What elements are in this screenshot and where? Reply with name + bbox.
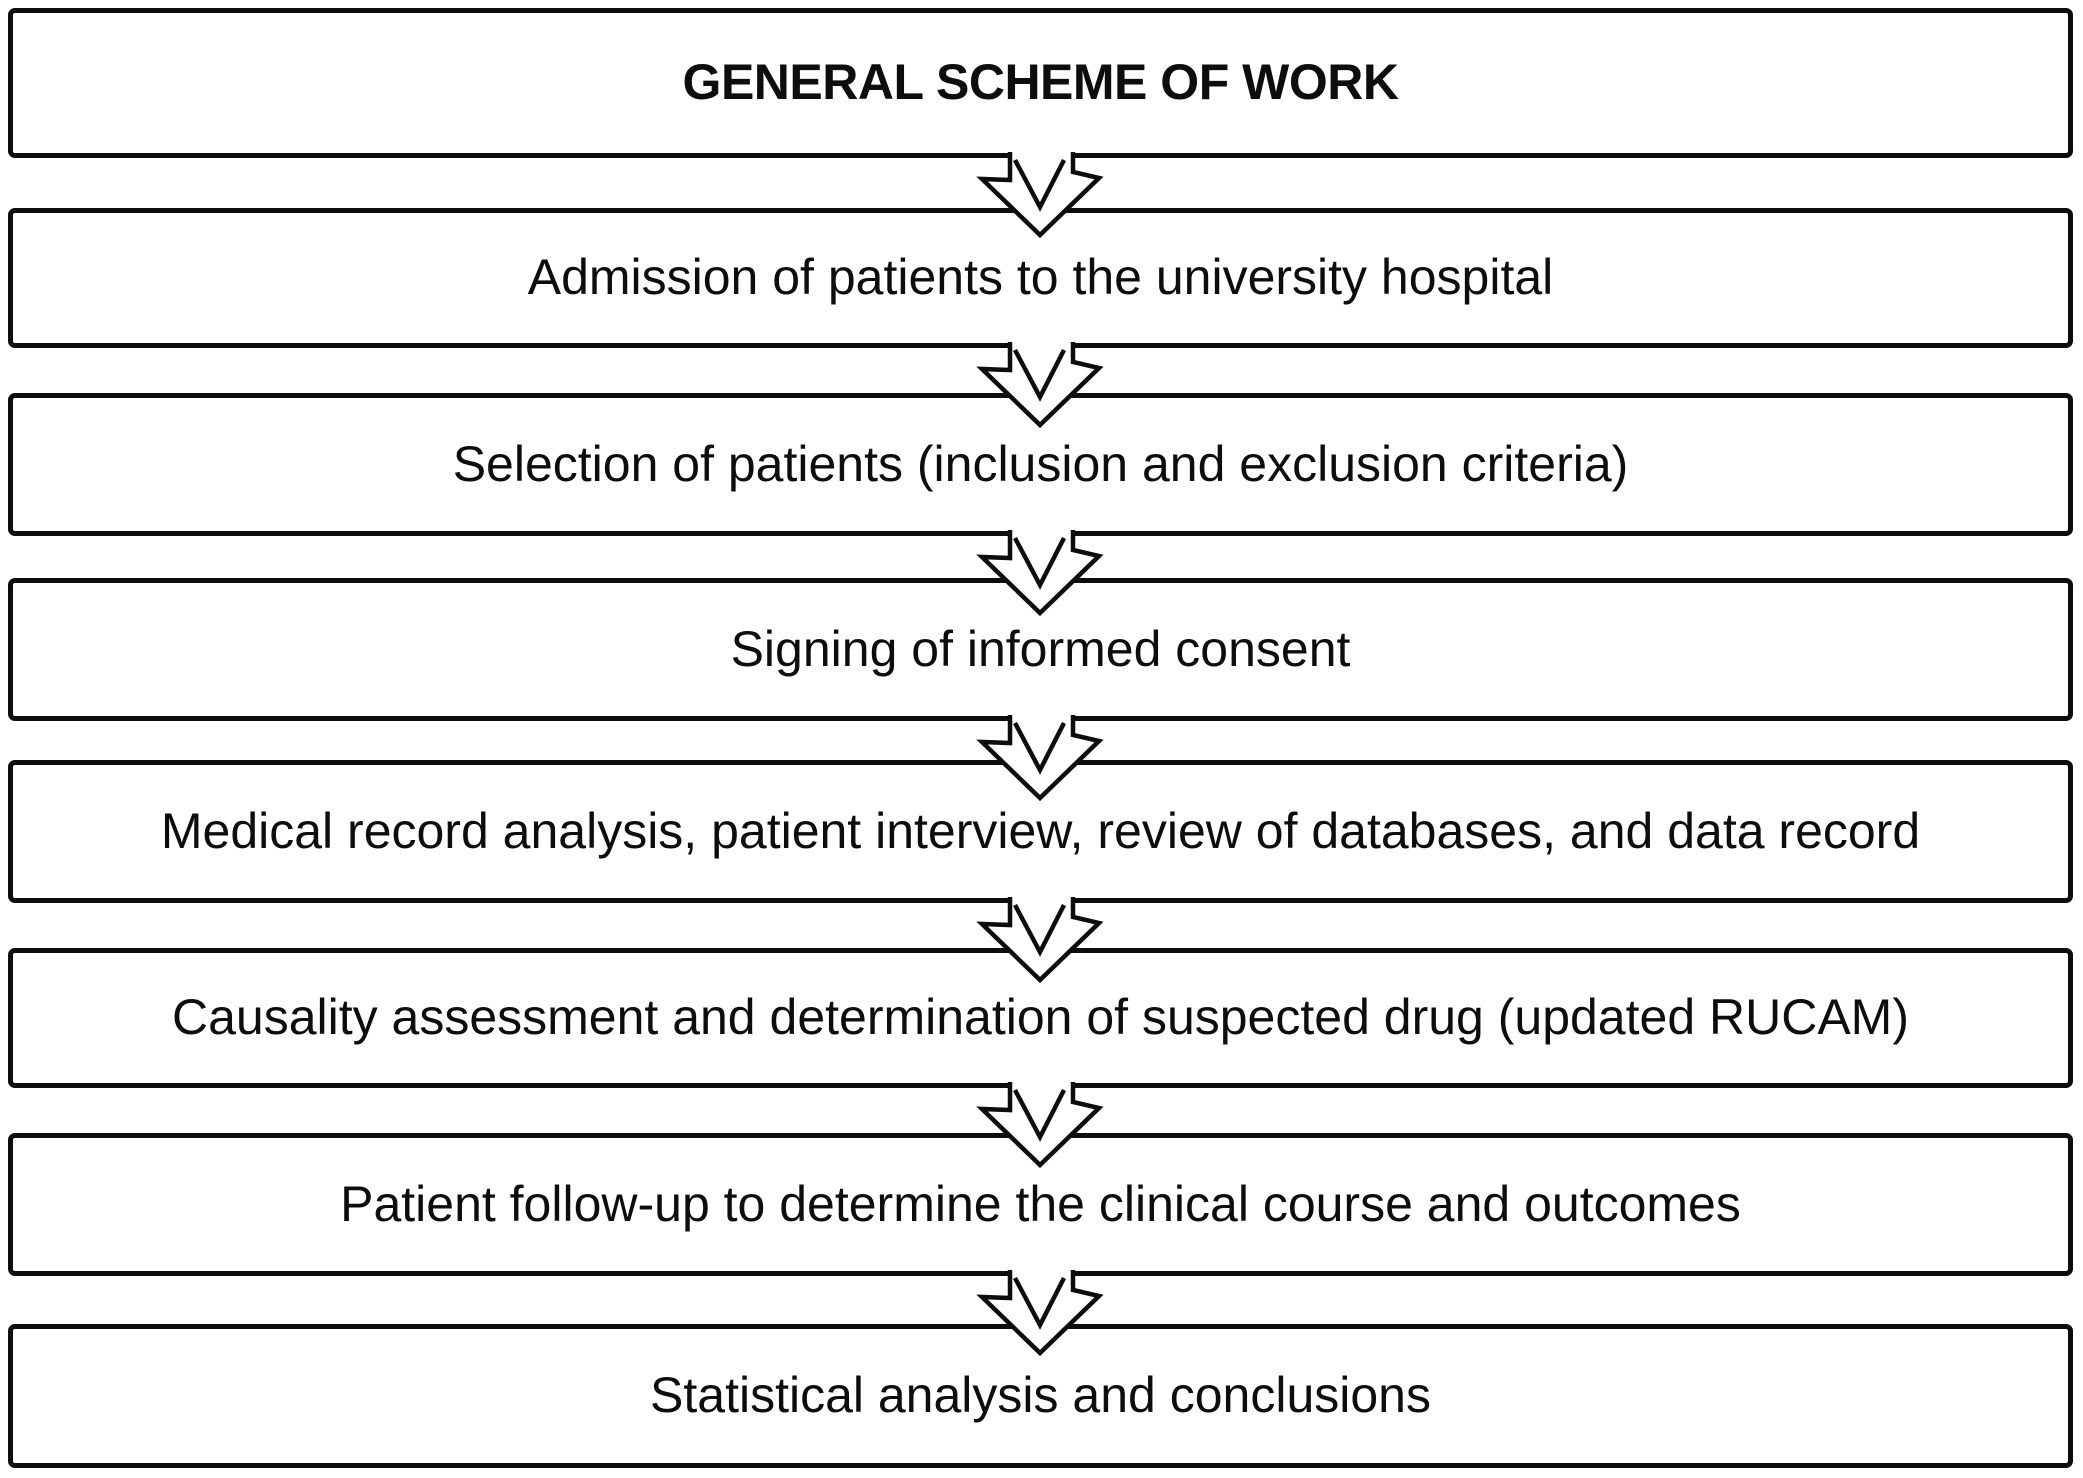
step-text: Statistical analysis and conclusions xyxy=(650,1367,1431,1424)
step-text: Admission of patients to the university … xyxy=(527,249,1554,306)
down-arrow-icon xyxy=(976,1270,1104,1357)
down-arrow-notch xyxy=(1013,1088,1067,1142)
down-arrow-outline xyxy=(976,1082,1104,1169)
down-arrow-notch xyxy=(1013,1276,1067,1330)
down-arrow-notch xyxy=(1013,158,1067,212)
down-arrow-notch xyxy=(1013,536,1067,590)
down-arrow-icon xyxy=(976,897,1104,984)
title-box: GENERAL SCHEME OF WORK xyxy=(8,8,2073,158)
down-arrow-icon xyxy=(976,342,1104,429)
down-arrow-outline xyxy=(976,897,1104,984)
down-arrow-icon xyxy=(976,152,1104,239)
step-text: Medical record analysis, patient intervi… xyxy=(160,802,1921,859)
title-text: GENERAL SCHEME OF WORK xyxy=(682,54,1399,111)
down-arrow-notch xyxy=(1013,721,1067,775)
down-arrow-icon xyxy=(976,1082,1104,1169)
down-arrow-outline xyxy=(976,715,1104,802)
down-arrow-icon xyxy=(976,530,1104,617)
down-arrow-icon xyxy=(976,715,1104,802)
down-arrow-outline xyxy=(976,342,1104,429)
down-arrow-notch xyxy=(1013,903,1067,957)
step-text: Selection of patients (inclusion and exc… xyxy=(452,435,1629,492)
down-arrow-notch xyxy=(1013,348,1067,402)
down-arrow-outline xyxy=(976,152,1104,239)
down-arrow-outline xyxy=(976,1270,1104,1357)
down-arrow-outline xyxy=(976,530,1104,617)
step-text: Patient follow-up to determine the clini… xyxy=(340,1175,1741,1232)
step-text: Causality assessment and determination o… xyxy=(172,989,1909,1046)
step-text: Signing of informed consent xyxy=(730,620,1351,677)
